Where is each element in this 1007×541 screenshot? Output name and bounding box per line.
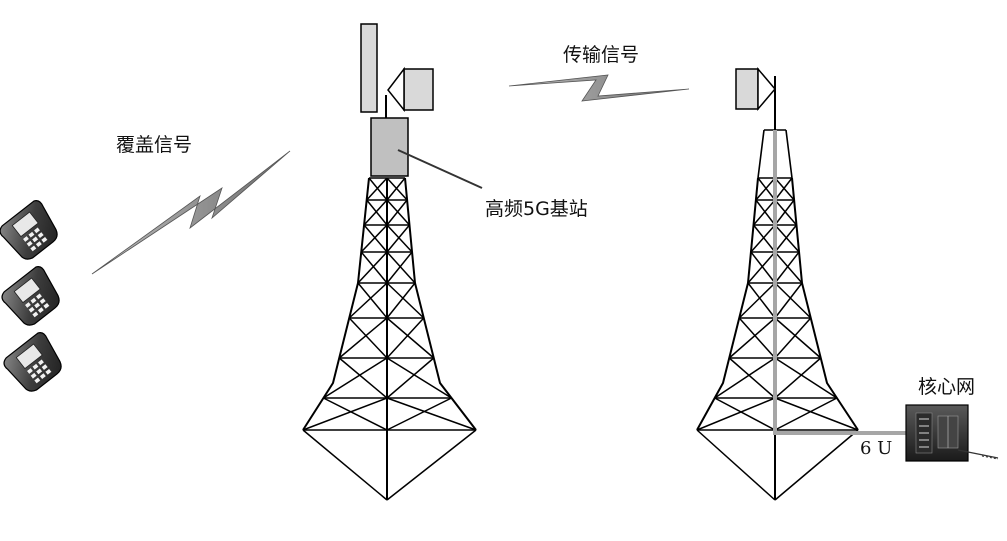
base-station-callout-line — [397, 149, 483, 189]
core-network-label: 核心网 — [918, 376, 976, 398]
microwave-antenna-icon — [387, 66, 434, 113]
base-station-label: 高频5G基站 — [485, 198, 588, 220]
sector-antenna-icon — [360, 23, 378, 113]
mobile-phone-icon — [1, 266, 60, 326]
transmission-signal-label: 传输信号 — [563, 44, 640, 66]
coverage-signal-bolt-icon — [91, 150, 291, 275]
feed-line — [773, 130, 908, 435]
mobile-phone-icon — [0, 200, 58, 260]
mobile-phone-icon — [3, 332, 62, 392]
right-tower — [696, 129, 859, 501]
link-6u-label: 6 U — [860, 438, 893, 459]
left-tower — [302, 177, 477, 501]
core-network-device-icon — [905, 404, 999, 462]
coverage-signal-label: 覆盖信号 — [116, 134, 193, 156]
transmission-signal-bolt-icon — [508, 74, 690, 102]
microwave-antenna-icon — [735, 66, 776, 112]
base-station-box — [370, 117, 409, 177]
